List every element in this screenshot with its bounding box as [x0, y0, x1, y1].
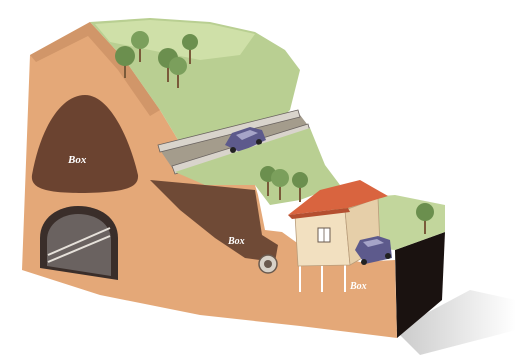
label-house-foundation: Box — [349, 281, 367, 292]
label-mid-layer: Box — [227, 236, 245, 247]
tunnel-inner — [47, 214, 111, 276]
label-upper-pocket: Box — [67, 154, 87, 166]
drain-pipe-hole — [264, 260, 272, 268]
